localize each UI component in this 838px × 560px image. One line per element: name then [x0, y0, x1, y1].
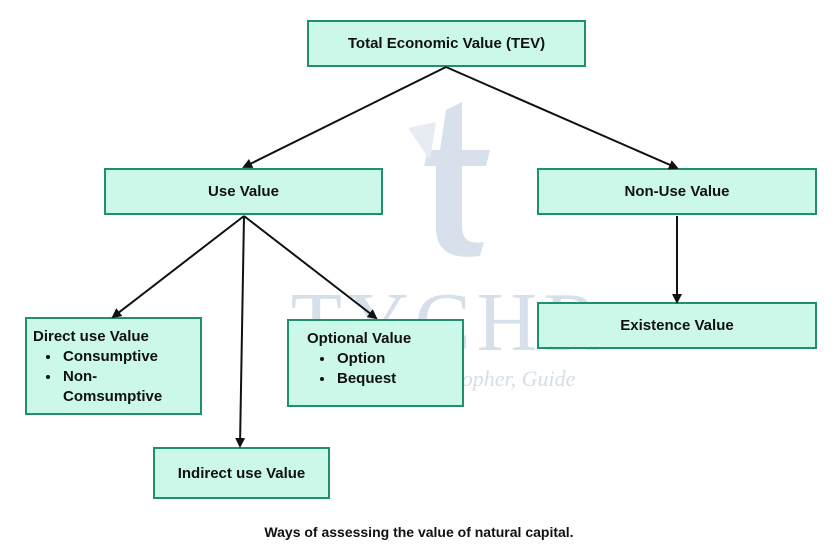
- direct-use-item: Consumptive: [61, 347, 194, 367]
- non-use-value-box: Non-Use Value: [537, 168, 817, 215]
- use-value-box: Use Value: [104, 168, 383, 215]
- indirect-use-label: Indirect use Value: [177, 464, 306, 482]
- indirect-use-box: Indirect use Value: [153, 447, 330, 499]
- optional-value-item: Option: [335, 349, 456, 369]
- figure-caption: Ways of assessing the value of natural c…: [264, 524, 574, 540]
- arrow-tev-to-use: [242, 66, 447, 168]
- direct-use-item: Non- Comsumptive: [61, 367, 194, 407]
- arrow-use-to-optional: [243, 215, 378, 320]
- arrow-use-to-direct: [111, 215, 245, 319]
- non-use-value-label: Non-Use Value: [624, 183, 730, 200]
- direct-use-list: Consumptive Non- Comsumptive: [33, 347, 194, 407]
- logo-t-glyph: [424, 102, 490, 257]
- optional-value-title: Optional Value: [307, 330, 412, 347]
- arrow-use-to-indirect: [235, 215, 246, 448]
- direct-use-title: Direct use Value: [33, 328, 149, 345]
- optional-value-item: Bequest: [335, 369, 456, 389]
- existence-value-label: Existence Value: [620, 317, 734, 334]
- use-value-label: Use Value: [208, 183, 279, 200]
- optional-value-list: Option Bequest: [307, 349, 456, 389]
- tev-box: Total Economic Value (TEV): [307, 20, 586, 67]
- arrow-tev-to-nonuse: [445, 66, 679, 170]
- logo-feather-mark: [408, 122, 436, 160]
- tev-label: Total Economic Value (TEV): [347, 35, 546, 52]
- optional-value-box: Optional Value Option Bequest: [287, 319, 464, 407]
